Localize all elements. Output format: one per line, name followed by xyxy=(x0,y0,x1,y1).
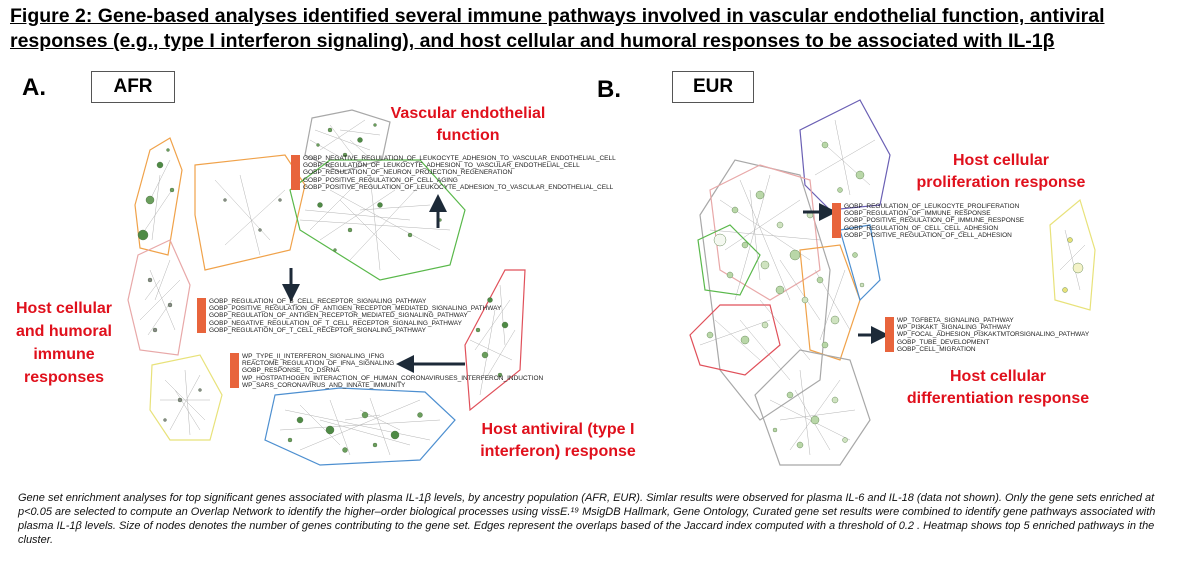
gene-set-name: GOBP_REGULATION_OF_ANTIGEN_RECEPTOR_MEDI… xyxy=(209,312,468,320)
afr-hull-pink xyxy=(127,239,191,356)
gene-set-name: GOBP_POSITIVE_REGULATION_OF_IMMUNE_RESPO… xyxy=(844,217,1025,225)
eur-hull-grey-main xyxy=(699,159,831,421)
afr-vascular-heatmap: GOBP_NEGATIVE_REGULATION_OF_LEUKOCYTE_AD… xyxy=(291,154,616,192)
gene-set-name: GOBP_POSITIVE_REGULATION_OF_CELL_ADHESIO… xyxy=(844,231,1012,239)
gene-set-name: GOBP_POSITIVE_REGULATION_OF_ANTIGEN_RECE… xyxy=(209,305,502,313)
eur-nodes xyxy=(706,141,1084,449)
eur-hull-bottom xyxy=(754,349,871,466)
figure-title: Figure 2: Gene-based analyses identified… xyxy=(10,5,1105,52)
heatmap-row: WP_HOSTPATHOGEN_INTERACTION_OF_HUMAN_COR… xyxy=(230,374,544,383)
heatmap-row: GOBP_REGULATION_OF_CELL_CELL_ADHESION xyxy=(832,224,1024,233)
heatmap-row: GOBP_REGULATION_OF_NEURON_PROJECTION_REG… xyxy=(291,168,616,178)
heatmap-row: GOBP_POSITIVE_REGULATION_OF_LEUKOCYTE_AD… xyxy=(291,183,616,192)
heatmap-row: WP_PI3KAKT_SIGNALING_PATHWAY xyxy=(885,323,1089,332)
heatmap-row: GOBP_REGULATION_OF_T_CELL_RECEPTOR_SIGNA… xyxy=(197,326,501,335)
panel-a-letter: A. xyxy=(22,74,46,101)
afr-vascular-label: Vascular endothelial function xyxy=(390,105,546,144)
afr-humoral-label: Host cellular and humoral immune respons… xyxy=(15,300,113,386)
panel-b-letter: B. xyxy=(597,76,621,103)
heatmap-row: GOBP_POSITIVE_REGULATION_OF_CELL_ADHESIO… xyxy=(832,231,1024,240)
heatmap-cell xyxy=(197,326,206,335)
heatmap-row: GOBP_REGULATION_OF_B_CELL_RECEPTOR_SIGNA… xyxy=(197,297,501,306)
afr-hull-mid-orange xyxy=(194,154,306,271)
gene-set-name: WP_TGFBETA_SIGNALING_PATHWAY xyxy=(897,317,1014,325)
afr-bcell-heatmap: GOBP_REGULATION_OF_B_CELL_RECEPTOR_SIGNA… xyxy=(197,297,502,335)
gene-set-name: WP_HOSTPATHOGEN_INTERACTION_OF_HUMAN_COR… xyxy=(242,374,544,382)
gene-set-name: WP_FOCAL_ADHESION_PI3KAKTMTORSIGNALING_P… xyxy=(897,331,1090,339)
heatmap-row: GOBP_POSITIVE_REGULATION_OF_IMMUNE_RESPO… xyxy=(832,216,1025,226)
heatmap-cell xyxy=(832,231,841,240)
afr-label-box: AFR xyxy=(91,71,175,103)
heatmap-cell xyxy=(230,381,239,390)
gene-set-name: GOBP_TUBE_DEVELOPMENT xyxy=(897,338,990,346)
gene-set-name: GOBP_REGULATION_OF_LEUKOCYTE_PROLIFERATI… xyxy=(844,203,1020,211)
heatmap-row: WP_TGFBETA_SIGNALING_PATHWAY xyxy=(885,316,1089,325)
gene-set-name: GOBP_CELL_MIGRATION xyxy=(897,345,976,353)
eur-hull-orange xyxy=(799,244,861,361)
eur-hull-blue xyxy=(839,224,881,302)
gene-set-name: WP_TYPE_II_INTERFERON_SIGNALING_IFNG xyxy=(242,353,385,361)
eur-hull-red xyxy=(689,304,781,376)
eur-proliferation-heatmap: GOBP_REGULATION_OF_LEUKOCYTE_PROLIFERATI… xyxy=(832,202,1025,240)
gene-set-name: GOBP_NEGATIVE_REGULATION_OF_T_CELL_RECEP… xyxy=(209,319,462,327)
heatmap-row: GOBP_NEGATIVE_REGULATION_OF_LEUKOCYTE_AD… xyxy=(291,154,616,163)
gene-set-name: GOBP_REGULATION_OF_T_CELL_RECEPTOR_SIGNA… xyxy=(209,326,426,334)
heatmap-row: REACTOME_REGULATION_OF_IFNA_SIGNALING xyxy=(230,359,543,368)
heatmap-row: WP_FOCAL_ADHESION_PI3KAKTMTORSIGNALING_P… xyxy=(885,330,1090,340)
heatmap-cell xyxy=(885,345,894,354)
heatmap-row: GOBP_REGULATION_OF_LEUKOCYTE_ADHESION_TO… xyxy=(291,161,616,170)
eur-arrows xyxy=(803,203,889,344)
gene-set-name: WP_PI3KAKT_SIGNALING_PATHWAY xyxy=(897,324,1011,332)
eur-differentiation-heatmap: WP_TGFBETA_SIGNALING_PATHWAY WP_PI3KAKT_… xyxy=(885,316,1090,354)
afr-antiviral-label: Host antiviral (type I interferon) respo… xyxy=(480,421,636,460)
eur-hull-yellow xyxy=(1049,198,1096,311)
gene-set-name: GOBP_RESPONSE_TO_DSRNA xyxy=(242,367,340,375)
afr-hull-yellow xyxy=(149,354,223,441)
heatmap-row: GOBP_CELL_MIGRATION xyxy=(885,345,1089,354)
afr-hull-left-orange xyxy=(134,137,183,256)
network-diagrams xyxy=(127,99,1096,466)
gene-set-name: GOBP_REGULATION_OF_B_CELL_RECEPTOR_SIGNA… xyxy=(209,298,427,306)
gene-set-name: WP_SARS_CORONAVIRUS_AND_INNATE_IMMUNITY xyxy=(242,381,406,389)
gene-set-name: GOBP_NEGATIVE_REGULATION_OF_LEUKOCYTE_AD… xyxy=(303,155,616,163)
eur-hull-pink xyxy=(709,164,821,301)
gene-set-name: REACTOME_REGULATION_OF_IFNA_SIGNALING xyxy=(242,360,395,368)
afr-edges xyxy=(139,119,516,456)
heatmap-row: GOBP_REGULATION_OF_LEUKOCYTE_PROLIFERATI… xyxy=(832,202,1024,211)
heatmap-row: GOBP_RESPONSE_TO_DSRNA xyxy=(230,366,543,376)
afr-arrows xyxy=(282,194,465,373)
heatmap-row: GOBP_POSITIVE_REGULATION_OF_ANTIGEN_RECE… xyxy=(197,304,502,313)
eur-differentiation-label: Host cellular differentiation response xyxy=(906,368,1090,407)
heatmap-row: GOBP_POSITIVE_REGULATION_OF_CELL_AGING xyxy=(291,176,616,185)
eur-hull-green xyxy=(697,224,761,296)
heatmap-cell xyxy=(291,183,300,192)
afr-interferon-heatmap: WP_TYPE_II_INTERFERON_SIGNALING_IFNG REA… xyxy=(230,352,544,390)
gene-set-name: GOBP_REGULATION_OF_IMMUNE_RESPONSE xyxy=(844,210,991,218)
gene-set-name: GOBP_POSITIVE_REGULATION_OF_LEUKOCYTE_AD… xyxy=(303,183,614,191)
gene-set-name: GOBP_REGULATION_OF_CELL_CELL_ADHESION xyxy=(844,224,999,232)
gene-set-name: GOBP_POSITIVE_REGULATION_OF_CELL_AGING xyxy=(303,176,458,184)
eur-proliferation-label: Host cellular proliferation response xyxy=(916,152,1086,191)
heatmap-row: GOBP_NEGATIVE_REGULATION_OF_T_CELL_RECEP… xyxy=(197,319,501,328)
afr-nodes xyxy=(137,123,509,453)
heatmap-row: WP_TYPE_II_INTERFERON_SIGNALING_IFNG xyxy=(230,352,543,361)
heatmap-row: GOBP_TUBE_DEVELOPMENT xyxy=(885,338,1089,347)
heatmap-row: GOBP_REGULATION_OF_ANTIGEN_RECEPTOR_MEDI… xyxy=(197,311,501,321)
gene-set-name: GOBP_REGULATION_OF_LEUKOCYTE_ADHESION_TO… xyxy=(303,162,580,170)
figure-caption: Gene set enrichment analyses for top sig… xyxy=(18,492,1156,546)
afr-hull-red xyxy=(464,269,526,412)
eur-label-box: EUR xyxy=(672,71,754,103)
eur-hull-purple xyxy=(799,99,891,211)
heatmap-row: WP_SARS_CORONAVIRUS_AND_INNATE_IMMUNITY xyxy=(230,381,543,390)
eur-edges xyxy=(699,119,1086,456)
heatmap-row: GOBP_REGULATION_OF_IMMUNE_RESPONSE xyxy=(832,209,1024,218)
gene-set-name: GOBP_REGULATION_OF_NEURON_PROJECTION_REG… xyxy=(303,169,513,177)
afr-hull-blue xyxy=(264,387,456,466)
